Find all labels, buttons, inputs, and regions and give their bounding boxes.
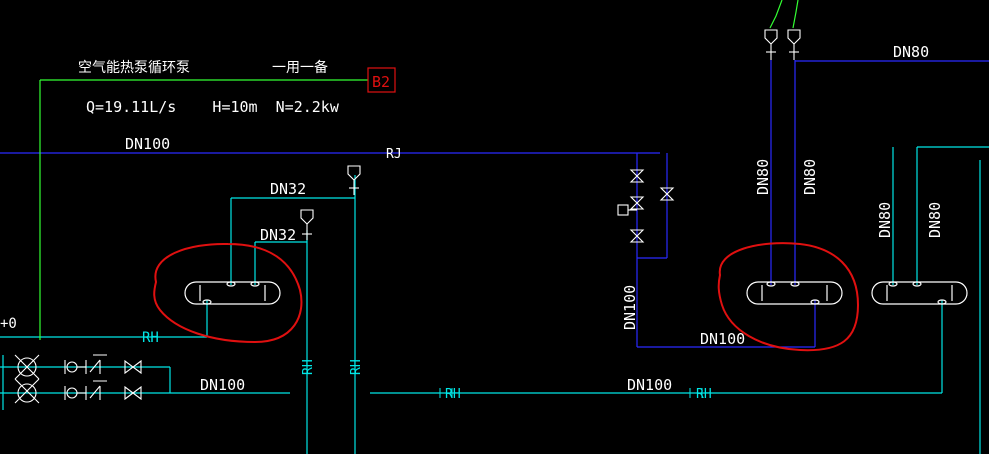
dn100-mid-label: DN100 — [700, 330, 745, 348]
dn80-vertical-label-2: DN80 — [801, 159, 819, 195]
dn80-vertical-label-1: DN80 — [754, 159, 772, 195]
dn80-top-label: DN80 — [893, 43, 929, 61]
rj-marker-label: RJ — [386, 147, 402, 162]
dn100-bottom-left-label: DN100 — [200, 376, 245, 394]
highlight-circle-1 — [153, 242, 303, 344]
rh-vertical-label-2: RH — [349, 359, 364, 375]
gate-valve-icon — [629, 196, 645, 210]
pump-tag-box — [367, 67, 396, 93]
control-valve-icon — [617, 204, 637, 216]
pipe-markers — [439, 388, 703, 398]
pump-title: 空气能热泵循环泵 — [78, 60, 190, 76]
pump-tag: B2 — [372, 73, 390, 91]
gate-valve-icon — [659, 187, 675, 201]
dn100-top-label: DN100 — [125, 135, 170, 153]
pump-params: Q=19.11L/s H=10m N=2.2kw — [86, 98, 340, 116]
check-valve-icon — [64, 354, 107, 400]
gate-valve-icon — [124, 359, 142, 401]
rh-marker-icon — [439, 388, 453, 398]
blue-pipes — [0, 60, 989, 348]
vent-green-1 — [769, 0, 783, 29]
dn100-vertical-label: DN100 — [621, 285, 639, 330]
dn32-label-a: DN32 — [270, 180, 306, 198]
valves — [14, 29, 801, 404]
air-vent-icon — [300, 209, 314, 240]
text-labels: 空气能热泵循环泵 一用一备 B2 Q=19.11L/s H=10m N=2.2k… — [0, 43, 944, 402]
tanks — [184, 281, 968, 305]
dn80-vertical-label-3: DN80 — [876, 202, 894, 238]
pump-spec: 一用一备 — [272, 59, 328, 76]
green-pipes — [39, 0, 799, 340]
red-annotations — [153, 67, 860, 352]
cyan-pipes — [0, 146, 989, 454]
dn80-vertical-label-4: DN80 — [926, 202, 944, 238]
dn32-label-b: DN32 — [260, 226, 296, 244]
edge-zero-label: +0 — [0, 316, 17, 332]
rh-left-label: RH — [142, 330, 159, 346]
rh-horizontal-label-2: RH — [696, 387, 712, 402]
tank-2 — [746, 281, 843, 305]
gate-valve-icon — [629, 229, 645, 243]
vent-green-2 — [792, 0, 799, 29]
air-vent-icon — [787, 29, 801, 60]
rh-vertical-label-1: RH — [301, 359, 316, 375]
air-vent-icon — [347, 165, 361, 195]
gate-valve-icon — [629, 169, 645, 183]
air-vent-icon — [764, 29, 778, 60]
dn100-bottom-mid-label: DN100 — [627, 376, 672, 394]
tank-1 — [184, 281, 281, 305]
rh-marker-icon — [689, 388, 703, 398]
pump-icon — [14, 354, 40, 404]
rh-horizontal-label-1: RH — [445, 387, 461, 402]
highlight-circle-2 — [717, 242, 860, 352]
